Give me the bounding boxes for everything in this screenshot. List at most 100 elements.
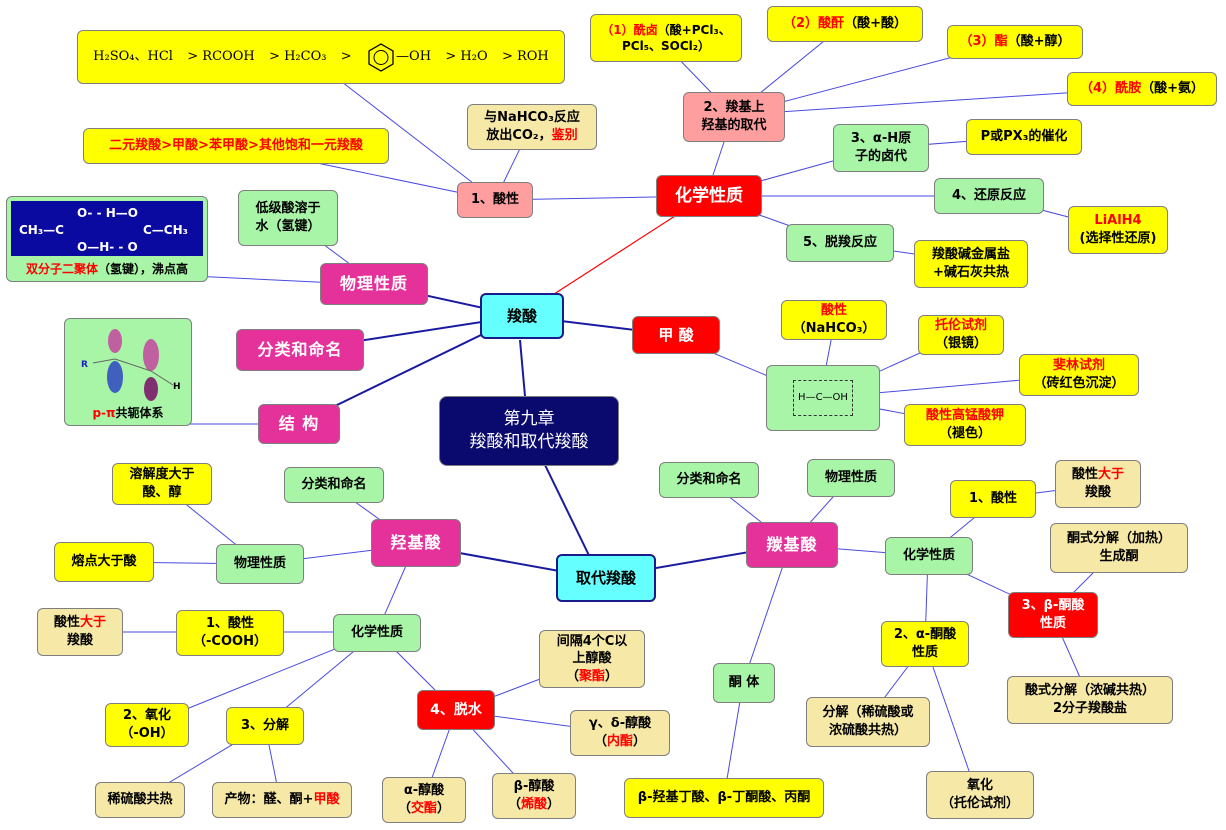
acidity-node[interactable]: 1、酸性 xyxy=(457,182,533,218)
alpha-decomp-line1: 分解（稀硫酸或 xyxy=(822,705,914,721)
dehydration-node[interactable]: 4、脱水 xyxy=(417,690,495,730)
nahco3-reaction-box: 与NaHCO₃反应 放出CO₂，鉴别 xyxy=(467,104,597,150)
carbonyl-cmp-post: 羧酸 xyxy=(1084,485,1111,500)
kmno4-red: 酸性高锰酸钾 xyxy=(925,408,1004,424)
order-term-2: > RCOOH xyxy=(187,49,255,65)
hydroxy-cmp-red: 大于 xyxy=(80,615,107,631)
fehling-text: （砖红色沉淀） xyxy=(1033,376,1125,391)
ketone-split-line1: 酮式分解（加热） xyxy=(1066,531,1171,547)
kmno4-text: （褪色） xyxy=(938,426,991,441)
orbital-r: R xyxy=(81,360,88,370)
alpha-h-catalyst: P或PX₃的催化 xyxy=(966,119,1082,155)
gamma-delta-line2: （内酯） xyxy=(593,734,647,749)
amide-box: （4）酰胺（酸+氨） xyxy=(1067,72,1217,106)
hydroxy-decomposition-node[interactable]: 3、分解 xyxy=(226,707,304,745)
hydroxy-cmp-pre: 酸性 xyxy=(53,615,80,631)
selective-reduction-label: (选择性还原) xyxy=(1079,231,1157,246)
dimer-right: C—CH₃ xyxy=(143,223,188,237)
acyl-halide-name: 酰卤 xyxy=(633,22,658,37)
hydroxy-naming-node[interactable]: 分类和命名 xyxy=(284,467,384,503)
carbonyl-naming-node[interactable]: 分类和命名 xyxy=(659,462,759,498)
alpha-decomp-line2: 浓硫酸共热） xyxy=(828,723,907,738)
alpha-keto-oxidation: 氧化 （托伦试剂） xyxy=(926,771,1034,819)
hydroxy-cmp-post: 羧酸 xyxy=(66,633,93,648)
reduction-node[interactable]: 4、还原反应 xyxy=(934,178,1044,214)
acyl-halide-box: （1）酰卤（酸+PCl₃、 PCl₅、SOCl₂） xyxy=(590,14,742,62)
phenol-ring-icon: —OH xyxy=(366,42,431,72)
carbonyl-acid-node[interactable]: 羰基酸 xyxy=(746,522,838,568)
substituted-acid-node[interactable]: 取代羧酸 xyxy=(556,554,656,602)
carbonyl-acidity-node[interactable]: 1、酸性 xyxy=(950,480,1036,518)
decarb-line1: 羧酸碱金属盐 xyxy=(931,247,1010,263)
ketone-split-line2: 生成酮 xyxy=(1099,549,1139,564)
hydroxy-chemical-node[interactable]: 化学性质 xyxy=(333,614,421,652)
acidity-order-box: H₂SO₄、HCl > RCOOH > H₂CO₃ > —OH > H₂O > … xyxy=(77,30,565,84)
alpha-ox-line2: （托伦试剂） xyxy=(940,796,1019,811)
lialh4-label: LiAlH4 xyxy=(1094,213,1142,229)
polyester-red: 聚酯 xyxy=(578,668,605,684)
ester-box: （3）酯（酸+醇） xyxy=(947,25,1083,59)
polyester-line1: 间隔4个C以 xyxy=(556,633,628,649)
hydroxy-solubility-box: 溶解度大于 酸、醇 xyxy=(112,463,212,505)
beta-keto-node[interactable]: 3、β-酮酸 性质 xyxy=(1008,592,1098,638)
order-term-1: H₂SO₄、HCl xyxy=(93,49,173,65)
formic-acidity-box: 酸性 （NaHCO₃） xyxy=(781,300,887,340)
carbonyl-cmp-pre: 酸性 xyxy=(1071,467,1098,483)
hydroxy-melting-box: 熔点大于酸 xyxy=(54,542,154,582)
alpha-hydroxy-box: α-醇酸 （交酯） xyxy=(382,777,466,823)
hydroxy-acidity-node[interactable]: 1、酸性 （-COOH） xyxy=(176,610,284,656)
ketone-body-node[interactable]: 酮 体 xyxy=(713,663,775,703)
orbital-h: H xyxy=(173,382,181,392)
beta-hydroxy-line2: （烯酸） xyxy=(507,797,561,812)
physical-properties-node[interactable]: 物理性质 xyxy=(320,263,428,305)
structure-node[interactable]: 结 构 xyxy=(258,404,340,444)
alpha-keto-decomposition: 分解（稀硫酸或 浓硫酸共热） xyxy=(806,697,930,747)
hydroxy-acidity-compare: 酸性大于 羧酸 xyxy=(37,608,123,656)
chapter-title-node[interactable]: 第九章 羧酸和取代羧酸 xyxy=(439,396,619,466)
anhydride-name: 酸酐 xyxy=(818,16,845,32)
chapter-title-line2: 羧酸和取代羧酸 xyxy=(469,432,589,452)
alpha-keto-line2: 性质 xyxy=(911,645,938,660)
hydroxy-physical-node[interactable]: 物理性质 xyxy=(216,544,304,584)
hydroxy-oxidation-node[interactable]: 2、氧化 （-OH） xyxy=(105,703,189,747)
solubility-box: 低级酸溶于 水（氢键） xyxy=(238,190,338,246)
dimer-structure-image: O- - H—O CH₃—C C—CH₃ O—H- - O xyxy=(11,201,203,256)
formic-acid-node[interactable]: 甲 酸 xyxy=(632,316,720,354)
binary-acid-order: 二元羧酸>甲酸>苯甲酸>其他饱和一元羧酸 xyxy=(83,128,389,164)
alpha-keto-node[interactable]: 2、α-酮酸 性质 xyxy=(881,621,969,667)
p-pi-box: R H p-π共轭体系 xyxy=(64,318,192,426)
tollens-box: 托伦试剂 （银镜） xyxy=(918,315,1004,355)
chemical-properties-node[interactable]: 化学性质 xyxy=(656,175,762,217)
fehling-red: 斐林试剂 xyxy=(1052,358,1105,374)
oxidation-line1: 2、氧化 xyxy=(122,708,172,724)
hydroxyl-substitution-node[interactable]: 2、羧基上 羟基的取代 xyxy=(683,92,785,142)
carbonyl-chemical-node[interactable]: 化学性质 xyxy=(885,537,973,575)
beta-keto-line2: 性质 xyxy=(1039,616,1066,631)
beta-hydroxy-line1: β-醇酸 xyxy=(513,779,555,795)
dimer-rest: （氢键），沸点高 xyxy=(98,261,189,276)
decarb-line2: +碱石灰共热 xyxy=(933,265,1009,280)
carboxylic-acid-node[interactable]: 羧酸 xyxy=(480,293,564,339)
carbonyl-cmp-red: 大于 xyxy=(1098,467,1125,483)
kmno4-box: 酸性高锰酸钾 （褪色） xyxy=(904,404,1026,446)
alpha-h-line2: 子的卤代 xyxy=(854,149,907,164)
dimer-red: 双分子二聚体 xyxy=(25,261,98,276)
nahco3-line2: 放出CO₂，鉴别 xyxy=(486,127,577,145)
alpha-h-line1: 3、α-H原 xyxy=(850,131,912,147)
decarboxylation-node[interactable]: 5、脱羧反应 xyxy=(786,224,894,262)
alpha-keto-line1: 2、α-酮酸 xyxy=(893,627,957,643)
acyl-halide-num: （1） xyxy=(601,22,634,37)
dimer-caption: 双分子二聚体（氢键），沸点高 xyxy=(26,261,188,277)
beta-hydroxy-red: 烯酸 xyxy=(520,797,547,812)
anhydride-rest: （酸+酸） xyxy=(844,16,907,32)
hydroxy-acid-node[interactable]: 羟基酸 xyxy=(371,519,461,567)
carbonyl-physical-node[interactable]: 物理性质 xyxy=(807,459,895,497)
dimer-left: CH₃—C xyxy=(19,223,64,237)
amide-rest: （酸+氨） xyxy=(1141,81,1204,97)
naming-node[interactable]: 分类和命名 xyxy=(236,329,364,371)
gamma-delta-box: γ、δ-醇酸 （内酯） xyxy=(570,710,670,756)
hydroxy-solubility-line2: 酸、醇 xyxy=(142,485,182,500)
acid-split-line2: 2分子羧酸盐 xyxy=(1052,701,1128,716)
alpha-h-node[interactable]: 3、α-H原 子的卤代 xyxy=(833,124,929,172)
fehling-box: 斐林试剂 （砖红色沉淀） xyxy=(1019,354,1139,396)
